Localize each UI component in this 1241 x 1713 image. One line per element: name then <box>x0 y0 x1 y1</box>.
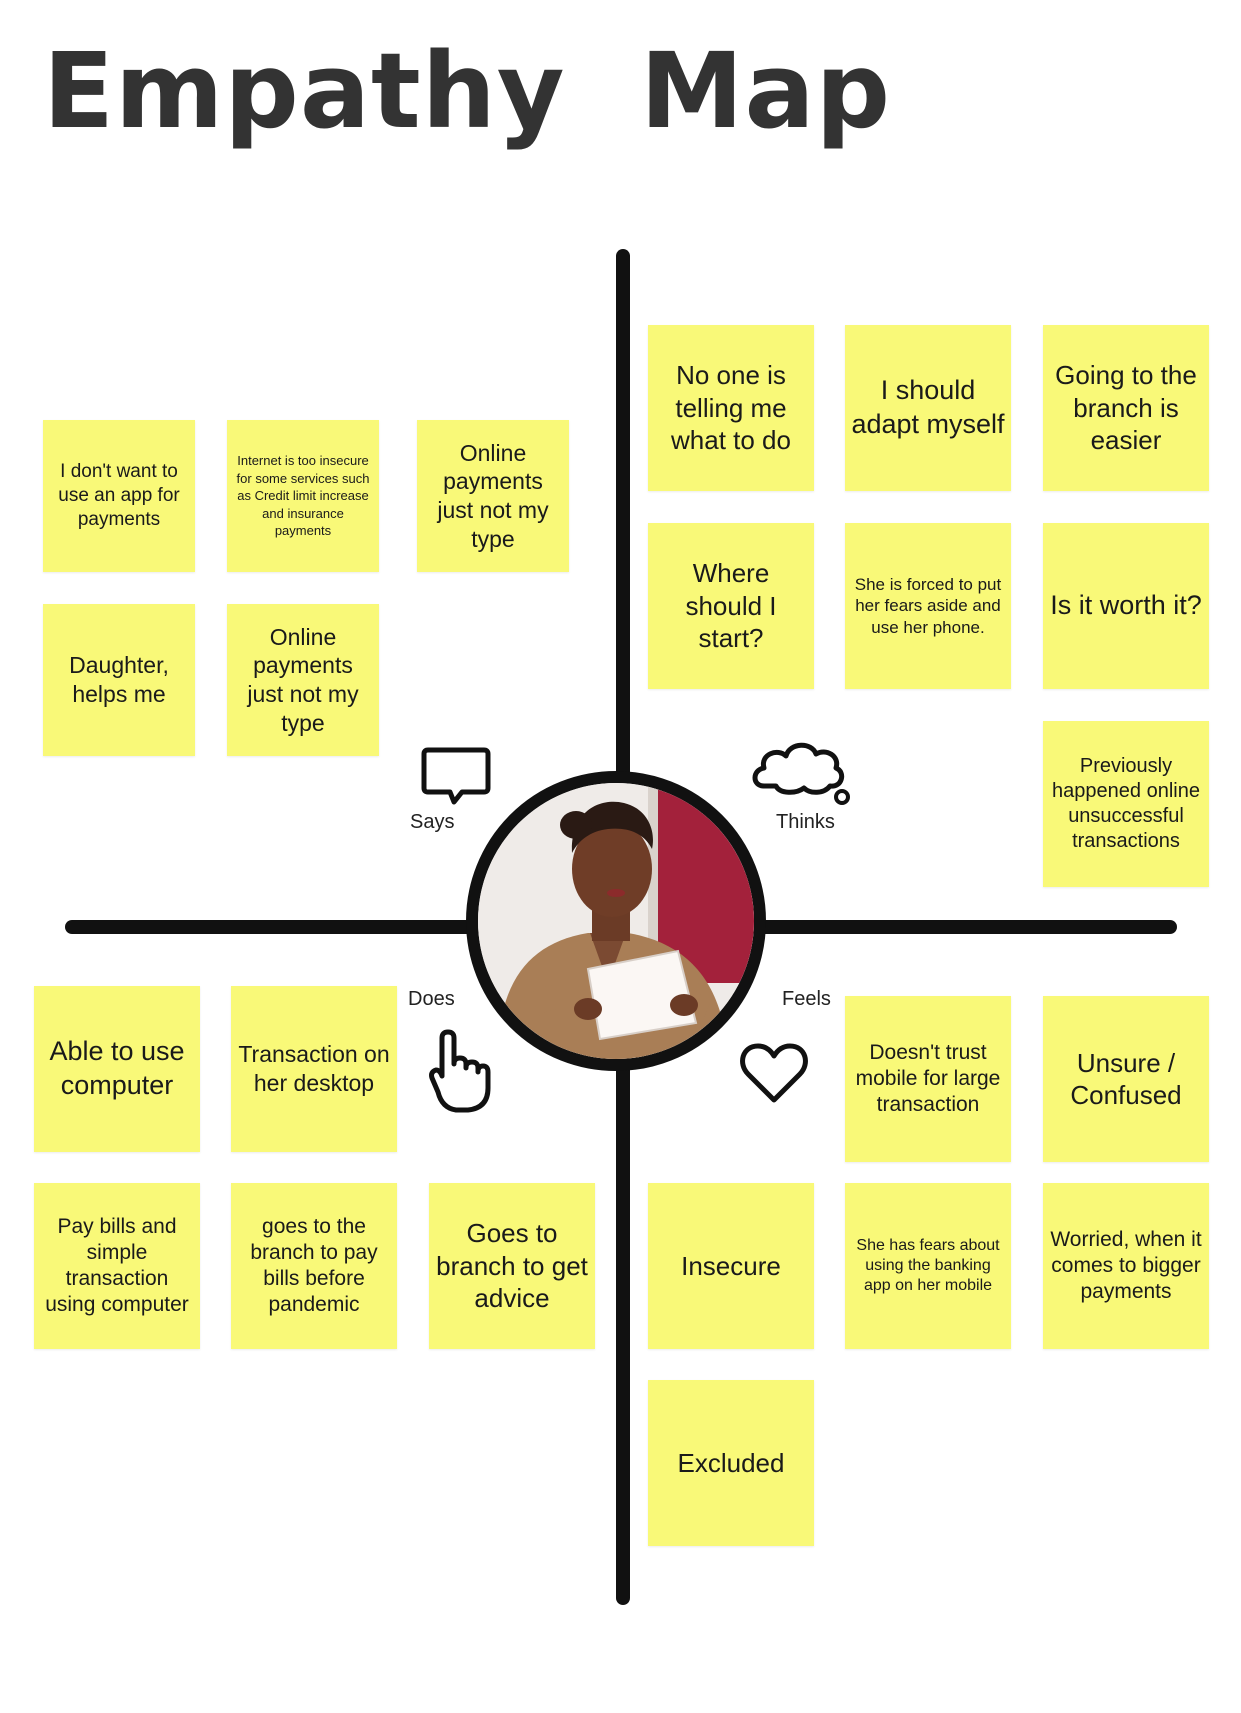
heart-icon <box>740 1043 808 1103</box>
sticky-note-thinks[interactable]: Going to the branch is easier <box>1043 325 1209 491</box>
sticky-note-thinks[interactable]: She is forced to put her fears aside and… <box>845 523 1011 689</box>
sticky-note-feels[interactable]: Insecure <box>648 1183 814 1349</box>
sticky-note-thinks[interactable]: I should adapt myself <box>845 325 1011 491</box>
page-title: Empathy Map <box>43 30 892 152</box>
sticky-note-says[interactable]: Internet is too insecure for some servic… <box>227 420 379 572</box>
sticky-note-does[interactable]: Transaction on her desktop <box>231 986 397 1152</box>
sticky-note-feels[interactable]: Doesn't trust mobile for large transacti… <box>845 996 1011 1162</box>
sticky-note-says[interactable]: I don't want to use an app for payments <box>43 420 195 572</box>
quadrant-label-thinks: Thinks <box>776 811 835 833</box>
speech-bubble-icon <box>421 747 491 805</box>
quadrant-label-does: Does <box>408 988 455 1010</box>
sticky-note-says[interactable]: Online payments just not my type <box>417 420 569 572</box>
sticky-note-says[interactable]: Daughter, helps me <box>43 604 195 756</box>
sticky-note-does[interactable]: Able to use computer <box>34 986 200 1152</box>
sticky-note-thinks[interactable]: Previously happened online unsuccessful … <box>1043 721 1209 887</box>
sticky-note-does[interactable]: goes to the branch to pay bills before p… <box>231 1183 397 1349</box>
sticky-note-feels[interactable]: Unsure / Confused <box>1043 996 1209 1162</box>
quadrant-label-feels: Feels <box>782 988 831 1010</box>
sticky-note-feels[interactable]: She has fears about using the banking ap… <box>845 1183 1011 1349</box>
sticky-note-thinks[interactable]: Where should I start? <box>648 523 814 689</box>
sticky-note-does[interactable]: Goes to branch to get advice <box>429 1183 595 1349</box>
sticky-note-feels[interactable]: Worried, when it comes to bigger payment… <box>1043 1183 1209 1349</box>
pointing-hand-icon <box>429 1029 491 1113</box>
sticky-note-thinks[interactable]: Is it worth it? <box>1043 523 1209 689</box>
sticky-note-does[interactable]: Pay bills and simple transaction using c… <box>34 1183 200 1349</box>
sticky-note-feels[interactable]: Excluded <box>648 1380 814 1546</box>
sticky-note-says[interactable]: Online payments just not my type <box>227 604 379 756</box>
thought-cloud-icon <box>752 742 850 805</box>
persona-portrait <box>466 771 766 1071</box>
woman-reading-paper-photo <box>478 783 754 1059</box>
sticky-note-thinks[interactable]: No one is telling me what to do <box>648 325 814 491</box>
quadrant-label-says: Says <box>410 811 455 833</box>
